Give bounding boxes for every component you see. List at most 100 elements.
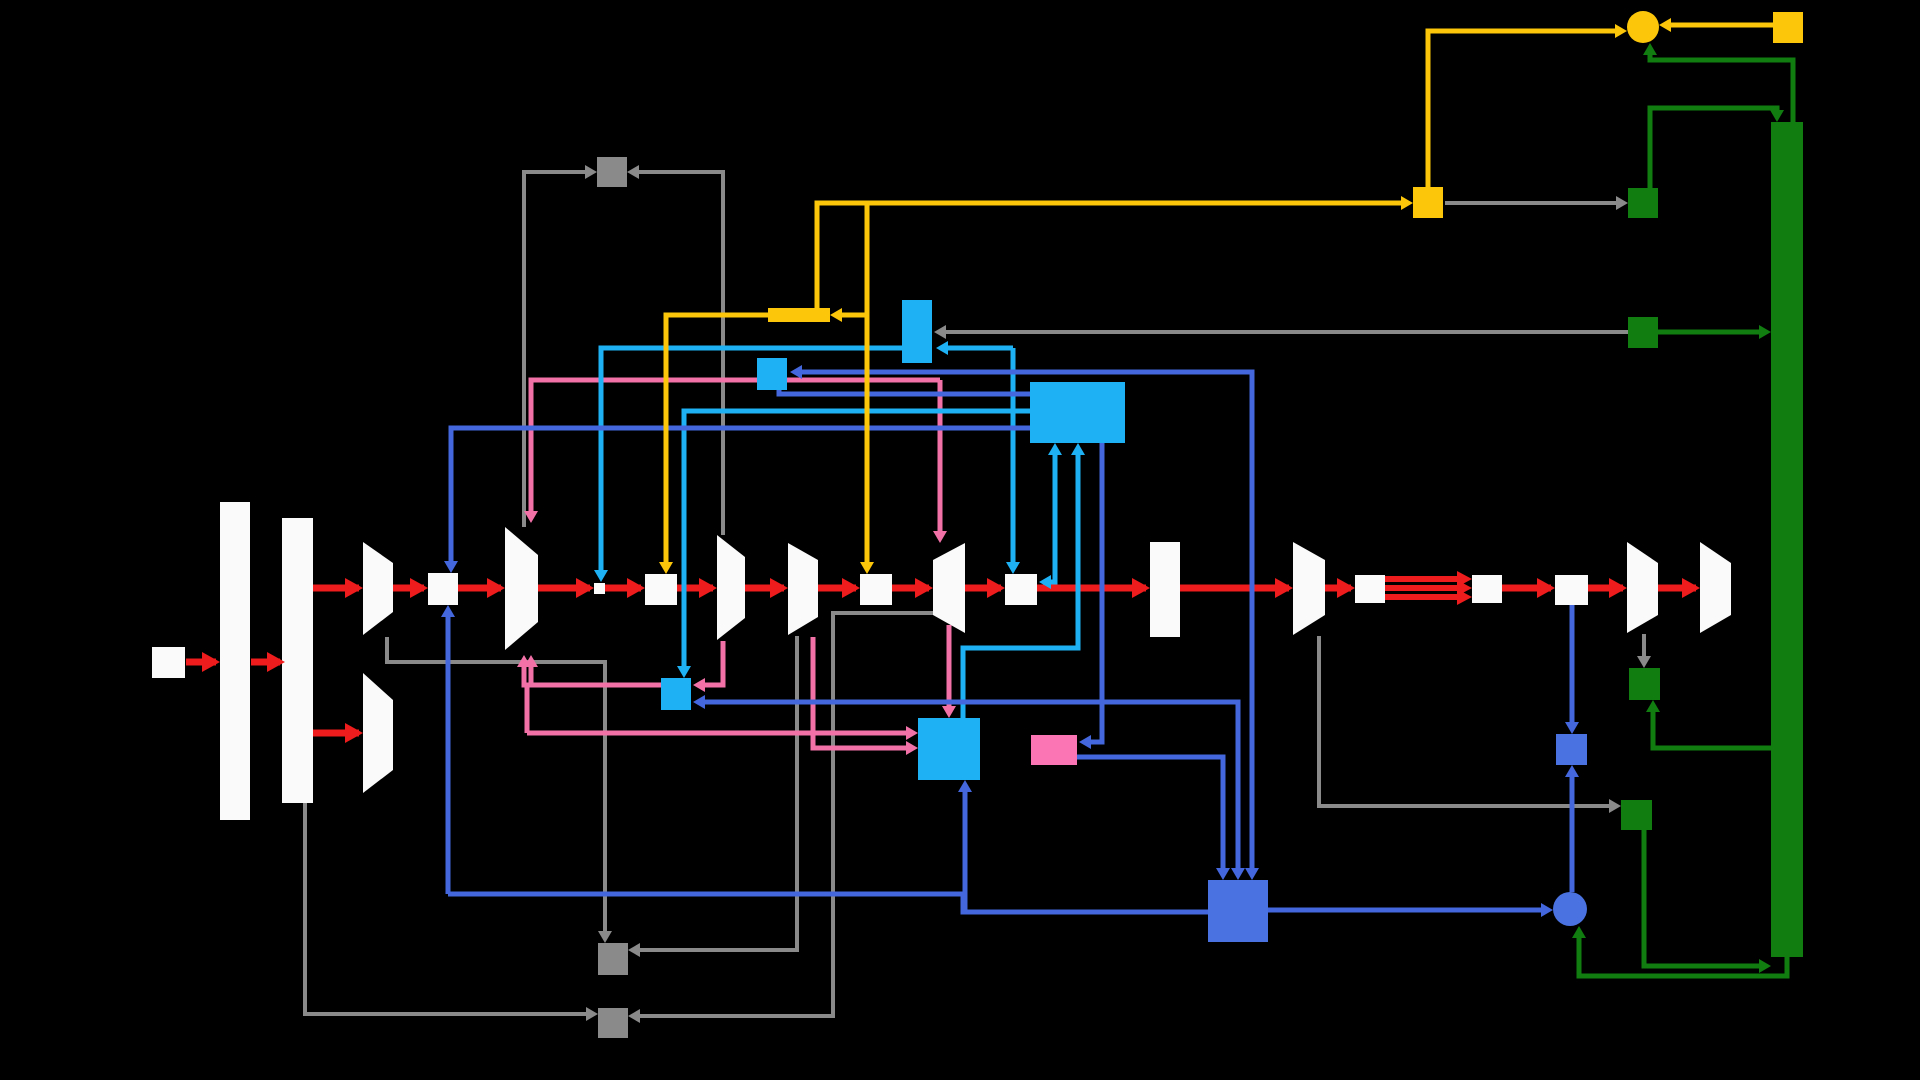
gray-wire-mux5-to-green4-wire xyxy=(1317,636,1617,808)
pink-wire-upper-bus-wire xyxy=(528,377,940,519)
pink-wire-mux4-to-cyanbox-top-arrowhead-0 xyxy=(942,706,956,718)
green-wire-bar-to-bluecircle-wire xyxy=(1576,932,1790,979)
red-seg-3-arrowhead-0 xyxy=(345,578,363,598)
gray-wire-mux6-to-green3-arrowhead-0 xyxy=(1637,656,1651,668)
cyan-wire-alu-to-lowerbox-wire xyxy=(960,449,1081,718)
green-square-1 xyxy=(1628,188,1658,218)
pink-wire-upper-bus-arrowhead-0 xyxy=(524,511,538,523)
gray-wire-muxtop-to-sqA-wire xyxy=(522,170,593,527)
royal-wire-bottom-bus-wire xyxy=(448,891,1208,915)
green-wire-g1-to-bar-arrowhead-0 xyxy=(1770,110,1784,122)
red-seg-8-arrowhead-0 xyxy=(627,578,645,598)
green-wire-g4-to-bar-wire xyxy=(1641,830,1765,969)
green-wire-bar-to-yellowcircle-arrowhead-0 xyxy=(1643,43,1657,55)
pink-wire-to-cyanbox-1-arrowhead-0 xyxy=(906,726,918,740)
blue-circle xyxy=(1553,892,1587,926)
tiny-square xyxy=(594,583,605,594)
yellow-square-mid xyxy=(1413,187,1443,218)
yellow-wire-bar-to-latch2-arrowhead-0 xyxy=(659,562,673,574)
yellow-wire-riser-to-latch3-arrowhead-0 xyxy=(860,562,874,574)
cyan-wire-alu-latch4-wire xyxy=(1043,449,1058,585)
red-seg-13-arrowhead-0 xyxy=(987,578,1005,598)
cyan-wire-alu-latch4-arrowhead-1 xyxy=(1039,575,1051,589)
red-seg-9-arrowhead-0 xyxy=(699,578,717,598)
red-seg-11-arrowhead-0 xyxy=(842,578,860,598)
green-square-4 xyxy=(1621,800,1652,830)
pink-box xyxy=(1031,735,1077,765)
cyan-square-1 xyxy=(757,358,787,390)
mux-7 xyxy=(1700,542,1731,633)
latch-6 xyxy=(1472,575,1502,603)
cyan-square-2 xyxy=(661,678,691,710)
royal-wire-circle-to-bluesq-arrowhead-0 xyxy=(1565,765,1579,777)
green-wire-bar-to-g3-wire xyxy=(1650,706,1771,751)
royal-wire-latch7-to-bluesq-arrowhead-0 xyxy=(1565,722,1579,734)
gray-wire-t1-to-sq1-wire xyxy=(385,637,607,939)
tall-bar-2 xyxy=(282,518,313,803)
red-seg-2-arrowhead-0 xyxy=(267,652,285,672)
royal-wire-pinkbox-to-bigsq-arrowhead-0 xyxy=(1216,868,1230,880)
gray-square-bottom-2 xyxy=(598,1008,628,1038)
latch-2 xyxy=(645,574,677,605)
pipeline-register xyxy=(1150,542,1180,637)
latch-1 xyxy=(428,573,458,605)
cyan-wire-into-rect-right-arrowhead-0 xyxy=(936,341,948,355)
red-seg-19-arrowhead-0 xyxy=(1682,578,1700,598)
mux-2 xyxy=(717,535,745,640)
pink-wire-to-mux1-bottom-a-wire xyxy=(521,659,661,688)
latch-7 xyxy=(1555,575,1588,605)
pink-wire-mux3-to-cyanbox-arrowhead-0 xyxy=(906,741,918,755)
royal-wire-alu-to-latch1-top-wire xyxy=(448,425,1030,567)
royal-wire-c1-to-bigsq-arrowhead-1 xyxy=(1245,868,1259,880)
yellow-flat-bar xyxy=(768,308,830,322)
red-seg-14-arrowhead-0 xyxy=(1132,578,1150,598)
yellow-wire-sqmid-to-circle-wire xyxy=(1425,28,1621,187)
gray-wire-mux4-to-sq2-arrowhead-0 xyxy=(628,1009,640,1023)
blue-small-square xyxy=(1556,734,1587,765)
yellow-circle xyxy=(1627,11,1659,43)
cyan-wire-alu-to-cyansq2-arrowhead-0 xyxy=(677,666,691,678)
gray-wire-mux2top-to-sqA-wire xyxy=(631,170,725,535)
green-tall-bar xyxy=(1771,122,1803,957)
mux-1 xyxy=(505,527,538,650)
yellow-wire-bar-to-sqmid-arrowhead-0 xyxy=(1401,196,1413,210)
royal-wire-alu-to-pinkbox-wire xyxy=(1083,443,1105,745)
green-wire-g2-to-bar-arrowhead-0 xyxy=(1759,325,1771,339)
red-seg-4-arrowhead-0 xyxy=(345,723,363,743)
mux-4-expanding xyxy=(933,543,965,633)
green-wire-bar-to-bluecircle-arrowhead-0 xyxy=(1572,926,1586,938)
yellow-wire-bar-to-latch2-wire xyxy=(663,312,768,568)
royal-wire-c1-to-alu-wire xyxy=(776,390,1030,397)
gray-square-top xyxy=(597,157,627,187)
red-seg-17-arrowhead-0 xyxy=(1537,578,1555,598)
gray-wire-mux4-to-sq2-wire xyxy=(632,611,940,1018)
royal-wire-alu-to-pinkbox-arrowhead-0 xyxy=(1079,735,1091,749)
cyan-wire-alu-to-lowerbox-arrowhead-0 xyxy=(1071,443,1085,455)
green-square-3 xyxy=(1629,668,1660,700)
royal-wire-latch1-bottom-arrowhead-0 xyxy=(441,605,455,617)
cyan-alu-box xyxy=(1030,382,1125,443)
green-wire-bar-to-g3-arrowhead-0 xyxy=(1646,700,1660,712)
red-triple-c-arrowhead-0 xyxy=(1457,589,1472,605)
cyan-wire-riser-to-latch4-arrowhead-0 xyxy=(1006,562,1020,574)
pink-wire-mux2-to-cyansq2-arrowhead-0 xyxy=(693,678,705,692)
pink-wire-to-mux4-top-arrowhead-0 xyxy=(933,531,947,543)
yellow-wire-sqmid-to-circle-arrowhead-0 xyxy=(1615,24,1627,38)
red-seg-16-arrowhead-0 xyxy=(1337,578,1355,598)
cyan-wire-alu-latch4-arrowhead-0 xyxy=(1048,443,1062,455)
cyan-tall-rect xyxy=(902,300,932,363)
tall-bar-1 xyxy=(220,502,250,820)
red-seg-12-arrowhead-0 xyxy=(915,578,933,598)
red-seg-10-arrowhead-0 xyxy=(770,578,788,598)
cyan-wire-rect-to-tinysq-arrowhead-0 xyxy=(594,570,608,582)
gray-wire-t1-to-sq1-arrowhead-0 xyxy=(598,931,612,943)
red-seg-18-arrowhead-0 xyxy=(1609,578,1627,598)
red-seg-5-arrowhead-0 xyxy=(410,578,428,598)
gray-wire-bar2-to-sq2-wire xyxy=(303,803,594,1016)
trapezoid-upper xyxy=(363,542,393,635)
royal-wire-cyansq2-to-bigsq-arrowhead-0 xyxy=(693,695,705,709)
cyan-wire-alu-to-cyansq2-wire xyxy=(681,408,1030,672)
cyan-wire-rect-to-tinysq-wire xyxy=(598,345,902,577)
